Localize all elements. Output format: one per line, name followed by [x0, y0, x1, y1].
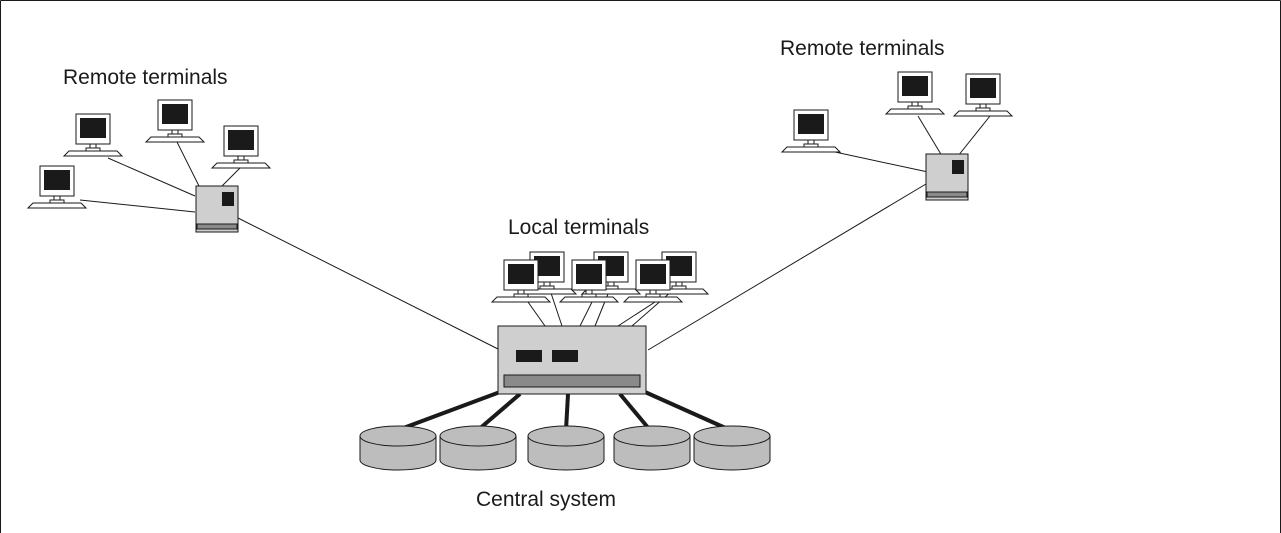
remote-terminals-left-label: Remote terminals: [63, 66, 228, 89]
left-cluster-links: [79, 137, 501, 351]
disk-drive-icon: [359, 425, 437, 471]
right-cluster-links: [647, 115, 991, 351]
disk-array: [359, 425, 771, 471]
remote-right-group: [781, 71, 1013, 201]
disk-drive-icon: [439, 425, 517, 471]
controller-box-icon: [925, 153, 969, 201]
local-terminals-label: Local terminals: [508, 216, 650, 239]
computer-terminal-icon: [211, 125, 271, 169]
mainframe-icon: [497, 325, 647, 395]
disk-links: [397, 390, 731, 432]
local-terminals-group: [491, 251, 709, 303]
computer-terminal-icon: [145, 99, 205, 143]
disk-drive-icon: [527, 425, 605, 471]
controller-box-icon: [195, 185, 239, 233]
remote-left-group: [27, 99, 271, 233]
computer-terminal-icon: [953, 73, 1013, 117]
computer-terminal-icon: [27, 165, 87, 209]
disk-drive-icon: [693, 425, 771, 471]
computer-terminal-icon: [781, 109, 841, 153]
central-system-label: Central system: [476, 488, 617, 511]
computer-terminal-icon: [63, 113, 123, 157]
disk-drive-icon: [613, 425, 691, 471]
computer-terminal-icon: [885, 71, 945, 115]
remote-terminals-right-label: Remote terminals: [780, 37, 945, 60]
